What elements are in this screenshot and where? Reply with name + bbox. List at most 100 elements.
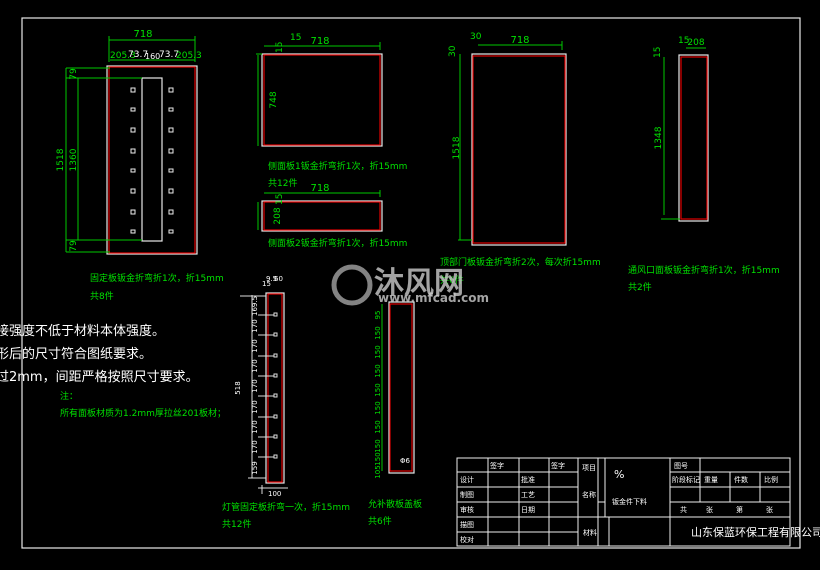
dim-top: 79: [69, 68, 79, 80]
tb-project-value: %: [614, 468, 624, 481]
dim-width: 208: [687, 38, 704, 48]
tb-process: 工艺: [521, 491, 535, 499]
dim-spacing-2: 170: [251, 319, 259, 332]
tb-sign-1: 签字: [490, 461, 504, 470]
dim-spacing-1: 95: [374, 311, 382, 320]
drawing-frame: [21, 17, 801, 549]
tb-scale: 比例: [764, 475, 778, 484]
dim-width: 100: [268, 490, 281, 498]
tb-sheet: 张: [706, 505, 713, 514]
top-door-plate: 718 30 30 1518 顶部门板钣金折弯折2次，每次折15mm 共6件: [440, 32, 601, 286]
tb-weight: 重量: [704, 476, 718, 484]
dim-sub-5: 205.3: [176, 51, 202, 61]
dim-spacing-3: 150: [374, 345, 382, 358]
dim-flange-y: 30: [448, 45, 458, 57]
tb-stage: 阶段标记: [672, 475, 700, 484]
dim-sub-3: 160: [145, 52, 160, 61]
dim-top3: 60: [274, 275, 283, 283]
dim-width: 718: [510, 35, 529, 46]
dim-spacing-7: 170: [251, 420, 259, 433]
side-plate-1-qty: 共12件: [268, 177, 297, 189]
side-plate-2: 718 15 208 侧面板2钣金折弯折1次，折15mm: [257, 183, 407, 249]
dim-flange-y: 15: [653, 47, 663, 58]
tb-material: 材料: [583, 528, 597, 537]
tb-part-name: 钣金件下料: [612, 497, 647, 506]
dim-flange-y: 15: [275, 42, 285, 53]
dim-top: 15: [262, 280, 271, 288]
dim-width: 718: [310, 36, 329, 47]
note-line-3: 过2mm，间距严格按照尺寸要求。: [0, 369, 199, 385]
tb-check: 校对: [460, 535, 474, 544]
tb-total: 共: [680, 505, 687, 514]
dim-spacing-3: 170: [251, 339, 259, 352]
vent-panel-label: 通风口面板钣金折弯折1次，折15mm: [628, 264, 780, 276]
tb-company: 山东保蓝环保工程有限公司: [691, 525, 820, 539]
dim-spacing-7: 150: [374, 420, 382, 433]
lamp-plate-qty: 共12件: [222, 518, 251, 530]
dim-sub-4: 73.7: [159, 50, 179, 60]
fixed-plate: 718 205.3 73.7 160 73.7 205.3 1518 1360 …: [56, 29, 224, 302]
side-plate-2-label: 侧面板2钣金折弯折1次，折15mm: [268, 237, 407, 249]
dim-flange: 15: [275, 194, 285, 205]
dim-spacing-5: 170: [251, 379, 259, 392]
louver-cover-label: 允补散板盖板: [368, 498, 422, 510]
dim-hole: Φ6: [400, 457, 411, 465]
dim-bottom: 79: [69, 240, 79, 252]
tb-sheet-2: 张: [766, 505, 773, 514]
dim-sub-2: 73.7: [128, 50, 148, 60]
tb-trace: 描图: [460, 520, 474, 529]
dim-width: 718: [310, 183, 329, 194]
dim-width: 718: [133, 29, 152, 40]
dim-spacing-8: 170: [251, 440, 259, 453]
title-block: 签字 签字 项目 % 图号 设计 批准 阶段标记 重量 件数 比例 制图 工艺 …: [456, 457, 820, 547]
fixed-plate-holes: [130, 87, 174, 234]
tb-count: 件数: [734, 475, 748, 484]
lamp-fixing-plate: 15 9.5 60 518 169.5 170 170 170 170 170 …: [222, 275, 350, 530]
dim-flange-x: 30: [470, 32, 482, 42]
tb-project: 项目: [582, 464, 596, 472]
tb-no: 第: [736, 505, 743, 514]
watermark-logo-icon: [331, 264, 373, 306]
tb-design: 设计: [460, 475, 474, 484]
tb-approve: 批准: [521, 475, 535, 484]
dim-height: 1518: [452, 136, 462, 159]
dim-flange-x: 15: [678, 36, 689, 46]
tb-drawing-no: 图号: [674, 462, 688, 470]
dim-flange-x: 15: [290, 33, 301, 43]
dim-spacing-4: 150: [374, 364, 382, 377]
louver-cover-plate: 95 150 150 150 150 150 150 150 150 105 Φ…: [368, 301, 422, 527]
tb-date: 日期: [521, 506, 535, 514]
note-title: 注：: [60, 390, 78, 402]
dim-spacing-6: 150: [374, 401, 382, 414]
tb-sign-2: 签字: [551, 461, 565, 470]
louver-cover-qty: 共6件: [368, 515, 392, 527]
side-plate-1: 718 15 15 748 侧面板1钣金折弯折1次，折15mm 共12件: [256, 33, 407, 189]
dim-top2: 9.5: [266, 275, 277, 283]
tb-name: 名称: [582, 490, 596, 499]
dim-spacing-4: 170: [251, 359, 259, 372]
note-line-1: 接强度不低于材料本体强度。: [0, 323, 165, 339]
dim-spacing-6: 170: [251, 400, 259, 413]
dim-height: 1348: [654, 126, 664, 149]
fixed-plate-qty: 共8件: [90, 290, 114, 302]
dim-spacing-2: 150: [374, 326, 382, 339]
watermark-url: www.mfcad.com: [378, 291, 489, 305]
dim-spacing-9: 159: [251, 461, 259, 474]
lamp-plate-label: 灯管固定板折弯一次，折15mm: [222, 501, 350, 513]
top-door-qty: 共6件: [440, 274, 464, 286]
notes: 接强度不低于材料本体强度。 形后的尺寸符合图纸要求。 过2mm，间距严格按照尺寸…: [0, 323, 226, 419]
dim-height: 748: [269, 91, 279, 108]
top-door-label: 顶部门板钣金折弯折2次，每次折15mm: [440, 256, 601, 268]
tb-review: 审核: [460, 505, 474, 514]
dim-height: 1518: [56, 148, 66, 171]
vent-panel: 208 15 15 1348 通风口面板钣金折弯折1次，折15mm 共2件: [628, 36, 780, 293]
dim-inner: 1360: [69, 148, 79, 171]
note-line-2: 形后的尺寸符合图纸要求。: [0, 346, 152, 362]
watermark: 沐风网 www.mfcad.com: [331, 264, 489, 306]
dim-spacing-5: 150: [374, 383, 382, 396]
side-plate-1-label: 侧面板1钣金折弯折1次，折15mm: [268, 160, 407, 172]
dim-spacing-8: 150: [374, 439, 382, 452]
fixed-plate-label: 固定板钣金折弯折1次，折15mm: [90, 272, 224, 284]
watermark-brand: 沐风网: [374, 266, 464, 301]
